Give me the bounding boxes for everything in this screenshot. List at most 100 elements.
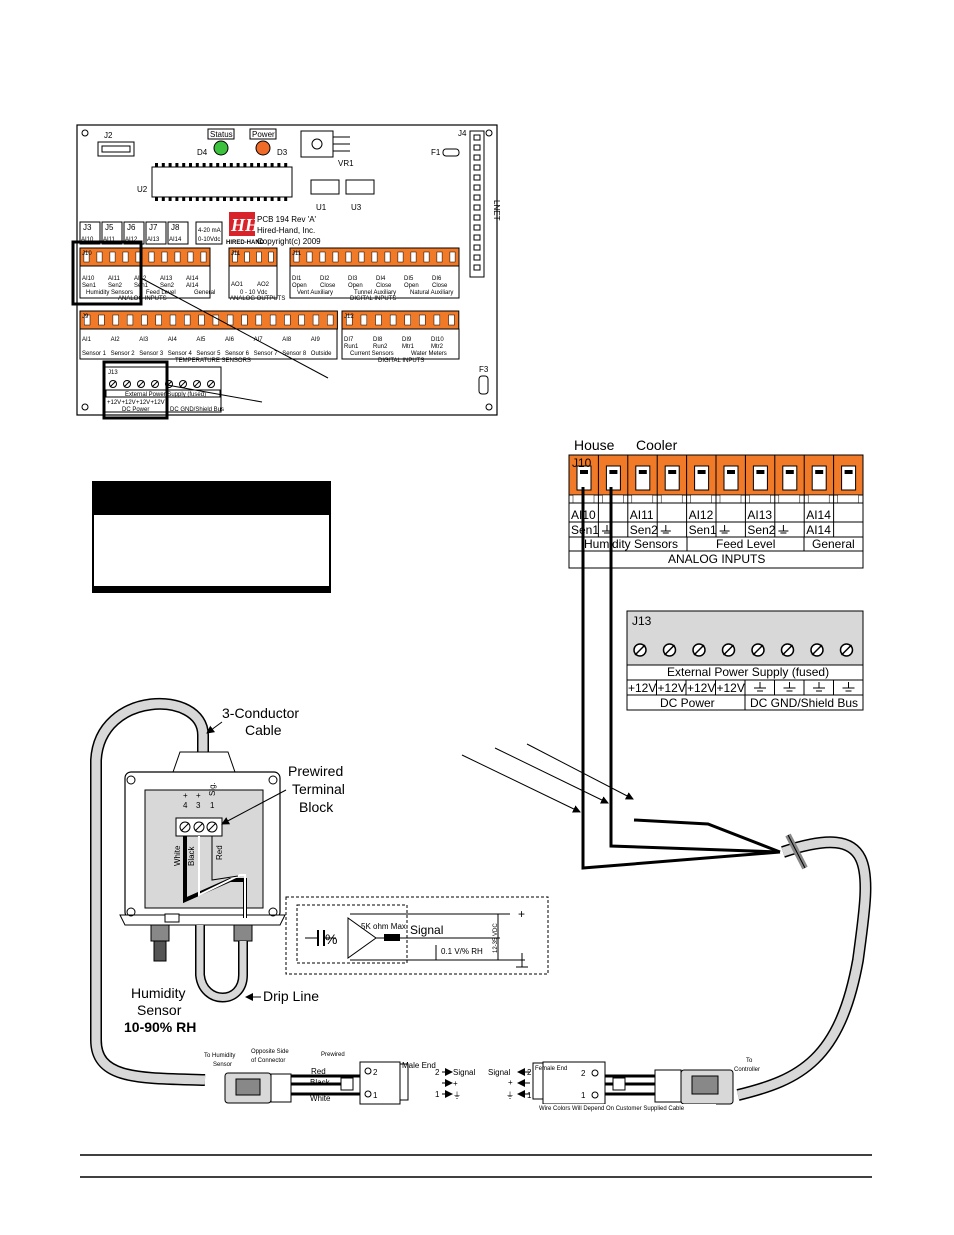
pcb-temp-col: AI2 — [111, 337, 121, 343]
house-label: House — [574, 437, 615, 453]
pcb-di-id: J11 — [292, 251, 302, 257]
pcb-di-col: DI1 — [292, 276, 302, 282]
terminal-slot — [84, 314, 91, 326]
pcb-di-body — [289, 265, 460, 299]
u2-pin — [189, 163, 192, 167]
u1-label: U1 — [316, 203, 327, 212]
terminal-slot — [269, 314, 277, 326]
jumper-label: J7 — [149, 223, 158, 232]
terminal-slot — [327, 314, 334, 326]
terminal-slot — [449, 251, 456, 263]
big-j10-group-2: Feed Level — [716, 537, 775, 551]
terminal-slot — [244, 251, 250, 263]
u2-pin — [155, 197, 158, 201]
jumper-label: J5 — [105, 223, 114, 232]
terminal-slot — [187, 251, 194, 263]
conn-white: White — [310, 1094, 331, 1103]
female-in-plus: + — [508, 1078, 513, 1087]
pcb-j12-sub: Mtr2 — [431, 344, 444, 350]
j4-pin — [473, 234, 481, 241]
pcb-temp-col: AI8 — [282, 337, 292, 343]
j4-pin — [473, 264, 481, 271]
pcb-di-sub: Open — [404, 283, 419, 289]
female-in-1: 1 — [527, 1091, 532, 1100]
terminal-slot — [232, 251, 238, 263]
large-j10-terminal: House Cooler J10 AI10Sen1AI11Sen2AI12Sen… — [568, 437, 864, 569]
j4-pin — [473, 184, 481, 191]
male-out-2: 2 — [435, 1068, 440, 1077]
female-connector: Signal 2 + ⏚ 1 Female End 2 1 To Control… — [488, 1058, 760, 1112]
opt-420: 4-20 mA — [198, 228, 221, 234]
to-sensor-1: To Humidity — [204, 1053, 235, 1059]
pcb-j13-volt: +12V — [107, 400, 121, 406]
opp-side-2: of Connector — [251, 1058, 285, 1064]
jumper-box — [79, 221, 101, 245]
opt-010: 0-10Vdc — [198, 237, 220, 243]
pcb-j12-grp: Water Meters — [411, 351, 447, 357]
j4-pin — [473, 244, 481, 251]
pcb-j10-body — [79, 265, 211, 299]
pcb-j12-grp: Current Sensors — [350, 351, 394, 357]
term-num-3: 3 — [196, 801, 201, 810]
terminal-slot — [423, 251, 430, 263]
terminal-slot — [410, 251, 417, 263]
pcb-j10-id: J10 — [82, 251, 92, 257]
pcb-temp-sensor: Sensor 5 — [196, 351, 221, 357]
j4-pin — [473, 144, 481, 151]
big-j10-col: AI11 — [630, 508, 654, 522]
jumper-box — [101, 221, 123, 245]
sensor-enclosure: 4 3 1 + + Sig. White Black Red — [119, 751, 286, 962]
u2-pin — [236, 197, 240, 201]
terminal-slot — [184, 314, 191, 326]
pcb-j13-volt: +12V — [136, 400, 150, 406]
pcb-j12-id: J12 — [344, 314, 354, 320]
term-num-4: 4 — [183, 801, 188, 810]
schem-ohm: 5K ohm Max. — [361, 922, 408, 931]
pcb-di-col: DI2 — [320, 276, 330, 282]
cable-label-2: Cable — [245, 722, 282, 738]
jumper-sub: AI12 — [125, 237, 138, 243]
female-end-label: Female End — [535, 1066, 567, 1072]
terminal-slot — [635, 465, 651, 491]
terminal-slot — [227, 314, 234, 326]
pcb-j11-col: AO2 — [257, 282, 270, 288]
pcb-j12-body — [341, 328, 460, 360]
pcb-temp-sensor: Sensor 7 — [254, 351, 279, 357]
terminal-slot — [268, 251, 274, 263]
j4-pin — [473, 154, 481, 161]
big-j10-sen: Sen1 — [571, 523, 599, 537]
terminal-slot — [126, 314, 134, 326]
pcb-j10-col: AI11 — [108, 276, 121, 282]
female-pin1: 1 — [581, 1091, 586, 1100]
pcb-j13-volt: +12V — [151, 400, 165, 406]
terminal-slot — [346, 314, 353, 326]
cable-label-1: 3-Conductor — [222, 705, 299, 721]
u2-pin — [270, 163, 274, 167]
terminal-slot — [664, 465, 680, 491]
big-j10-id: J10 — [572, 456, 592, 470]
f1-label: F1 — [431, 148, 441, 157]
term-sign-4: + — [183, 791, 188, 800]
big-j10-group-3: General — [812, 537, 855, 551]
pcb-j10-col: AI10 — [82, 276, 95, 282]
terminal-slot — [360, 314, 368, 326]
big-j10-sen: Sen1 — [689, 523, 717, 537]
u2-pin — [182, 163, 186, 167]
lnet-label: LNET — [492, 200, 501, 221]
u2-pin — [257, 163, 260, 167]
pcb-j11-col: AO1 — [231, 282, 244, 288]
pcb-j12-sub: Run1 — [344, 344, 359, 350]
to-sensor-2: Sensor — [213, 1062, 232, 1068]
u2-pin — [277, 163, 281, 167]
j4-pin — [473, 214, 481, 221]
terminal-slot — [782, 465, 798, 491]
jumper-label: J3 — [83, 223, 92, 232]
j4-label: J4 — [458, 129, 467, 138]
terminal-slot — [448, 314, 455, 326]
pcb-temp-body — [79, 328, 338, 360]
u2-pin — [263, 197, 267, 201]
terminal-slot — [319, 251, 326, 263]
pcb-temp-sensor: Sensor 4 — [168, 351, 193, 357]
u2-pin — [182, 197, 186, 201]
